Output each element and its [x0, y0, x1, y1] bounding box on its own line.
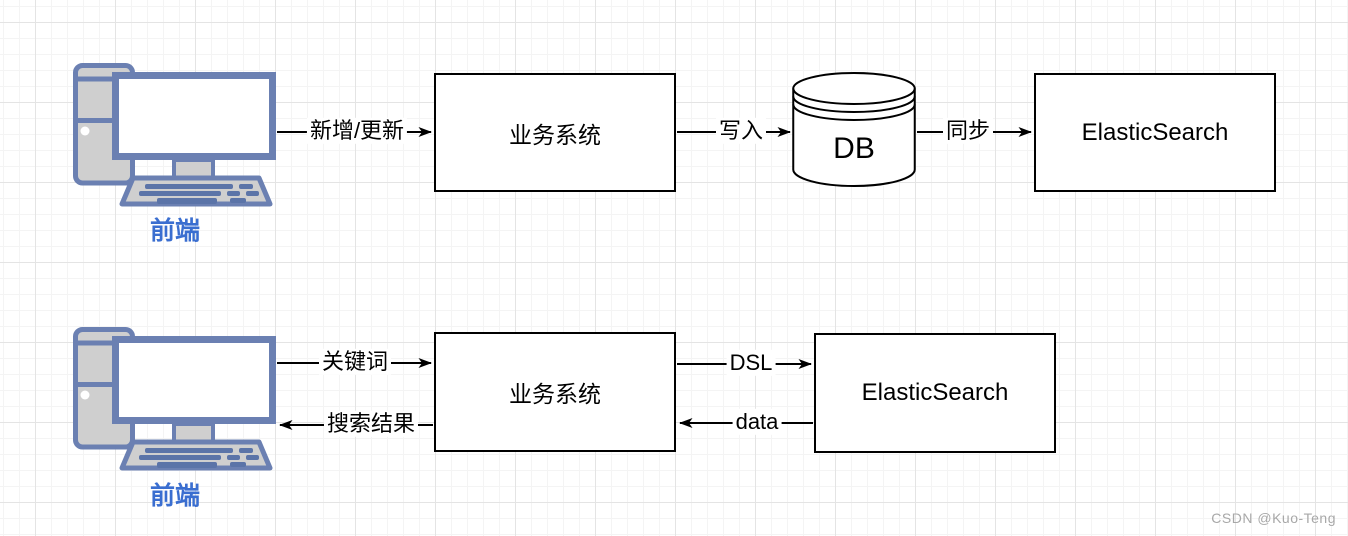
edge-label-dsl: DSL	[726, 349, 776, 377]
frontend-label-top: 前端	[149, 217, 201, 245]
edge-label-new-update: 新增/更新	[306, 117, 408, 145]
business-system-label-bottom: 业务系统	[509, 381, 601, 407]
elasticsearch-label-top: ElasticSearch	[1081, 118, 1229, 146]
elasticsearch-box-bottom: ElasticSearch	[814, 333, 1056, 453]
business-system-label-top: 业务系统	[509, 121, 601, 148]
edge-label-sync: 同步	[942, 117, 994, 145]
elasticsearch-label-bottom: ElasticSearch	[861, 379, 1009, 406]
frontend-computer-icon-top	[73, 63, 276, 207]
edge-label-write: 写入	[715, 117, 767, 145]
business-system-box-bottom: 业务系统	[434, 332, 676, 452]
edge-label-search-result: 搜索结果	[323, 410, 419, 438]
csdn-watermark: CSDN @Kuo-Teng	[1211, 510, 1336, 526]
business-system-box-top: 业务系统	[434, 73, 676, 192]
elasticsearch-box-top: ElasticSearch	[1034, 73, 1276, 192]
frontend-computer-icon-bottom	[73, 327, 276, 471]
db-label: DB	[833, 132, 875, 165]
edge-label-keyword: 关键词	[318, 348, 392, 376]
db-cylinder-shape	[792, 72, 916, 187]
db-cylinder: DB	[792, 72, 916, 191]
frontend-label-bottom: 前端	[149, 482, 201, 510]
edge-label-data: data	[732, 408, 782, 436]
